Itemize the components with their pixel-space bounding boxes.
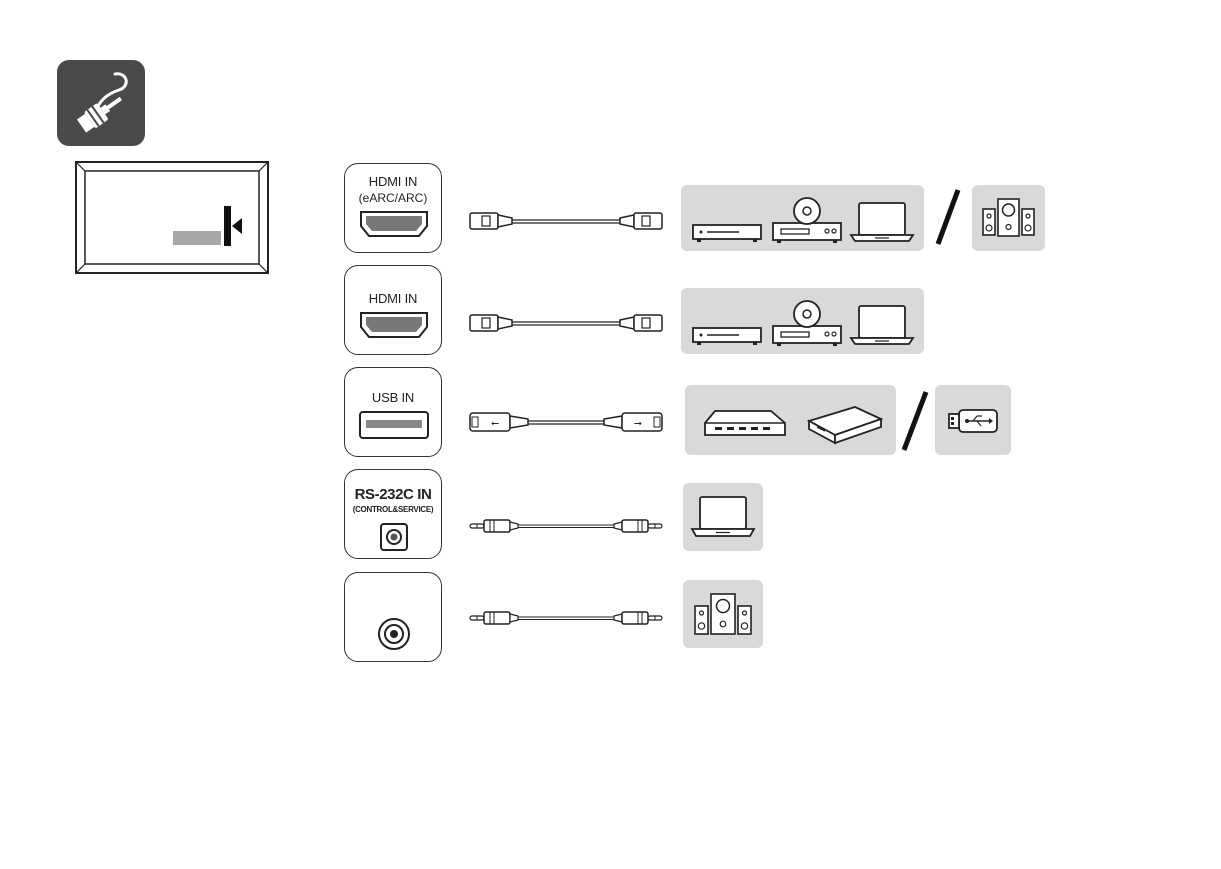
port-label: HDMI IN	[345, 174, 441, 189]
cable-connection-icon	[57, 60, 145, 146]
laptop-icon	[851, 306, 913, 344]
usb-hub-icon	[705, 411, 785, 435]
disc-player-icon	[773, 198, 841, 243]
laptop-icon	[683, 483, 763, 551]
port-hdmi: HDMI IN	[344, 265, 442, 355]
usb-stick-icon	[935, 385, 1011, 455]
external-hard-drive-icon	[809, 407, 881, 443]
speaker-system-icon	[683, 580, 763, 648]
port-audio-out	[344, 572, 442, 662]
hdmi-cable-icon	[468, 307, 664, 339]
audio-cable-icon	[468, 606, 664, 630]
set-top-box-icon	[693, 328, 761, 345]
usb-cable-icon: ⭠ ⭢	[468, 406, 664, 438]
hdmi-port-icon	[359, 311, 429, 339]
disc-player-icon	[773, 301, 841, 346]
port-label: HDMI IN	[345, 291, 441, 306]
audio-jack-port-icon	[376, 616, 412, 652]
port-usb: USB IN	[344, 367, 442, 457]
port-sublabel: (CONTROL&SERVICE)	[345, 505, 441, 514]
svg-text:⭢: ⭢	[634, 418, 642, 429]
speaker-system-icon	[972, 185, 1045, 251]
device-group-av-sources	[681, 185, 924, 251]
device-group-usb-stick	[935, 385, 1011, 455]
port-sublabel: (eARC/ARC)	[345, 191, 441, 205]
port-label: USB IN	[345, 390, 441, 405]
hdmi-port-icon	[359, 210, 429, 238]
phone-jack-port-icon	[379, 522, 409, 552]
set-top-box-icon	[693, 225, 761, 242]
or-separator-icon	[934, 188, 962, 246]
hdmi-cable-icon	[468, 205, 664, 237]
port-rs232c: RS-232C IN (CONTROL&SERVICE)	[344, 469, 442, 559]
port-hdmi-earc: HDMI IN (eARC/ARC)	[344, 163, 442, 253]
device-group-av-sources	[681, 288, 924, 354]
or-separator-icon	[900, 390, 930, 452]
device-group-speakers	[683, 580, 763, 648]
port-label: RS-232C IN	[345, 486, 441, 503]
usb-port-icon	[358, 410, 430, 440]
device-group-usb-storage	[685, 385, 896, 455]
laptop-icon	[851, 203, 913, 241]
device-group-speakers	[972, 185, 1045, 251]
device-group-pc	[683, 483, 763, 551]
audio-cable-icon	[468, 514, 664, 538]
tv-back-panel-icon	[74, 160, 270, 279]
svg-text:⭠: ⭠	[491, 418, 499, 429]
